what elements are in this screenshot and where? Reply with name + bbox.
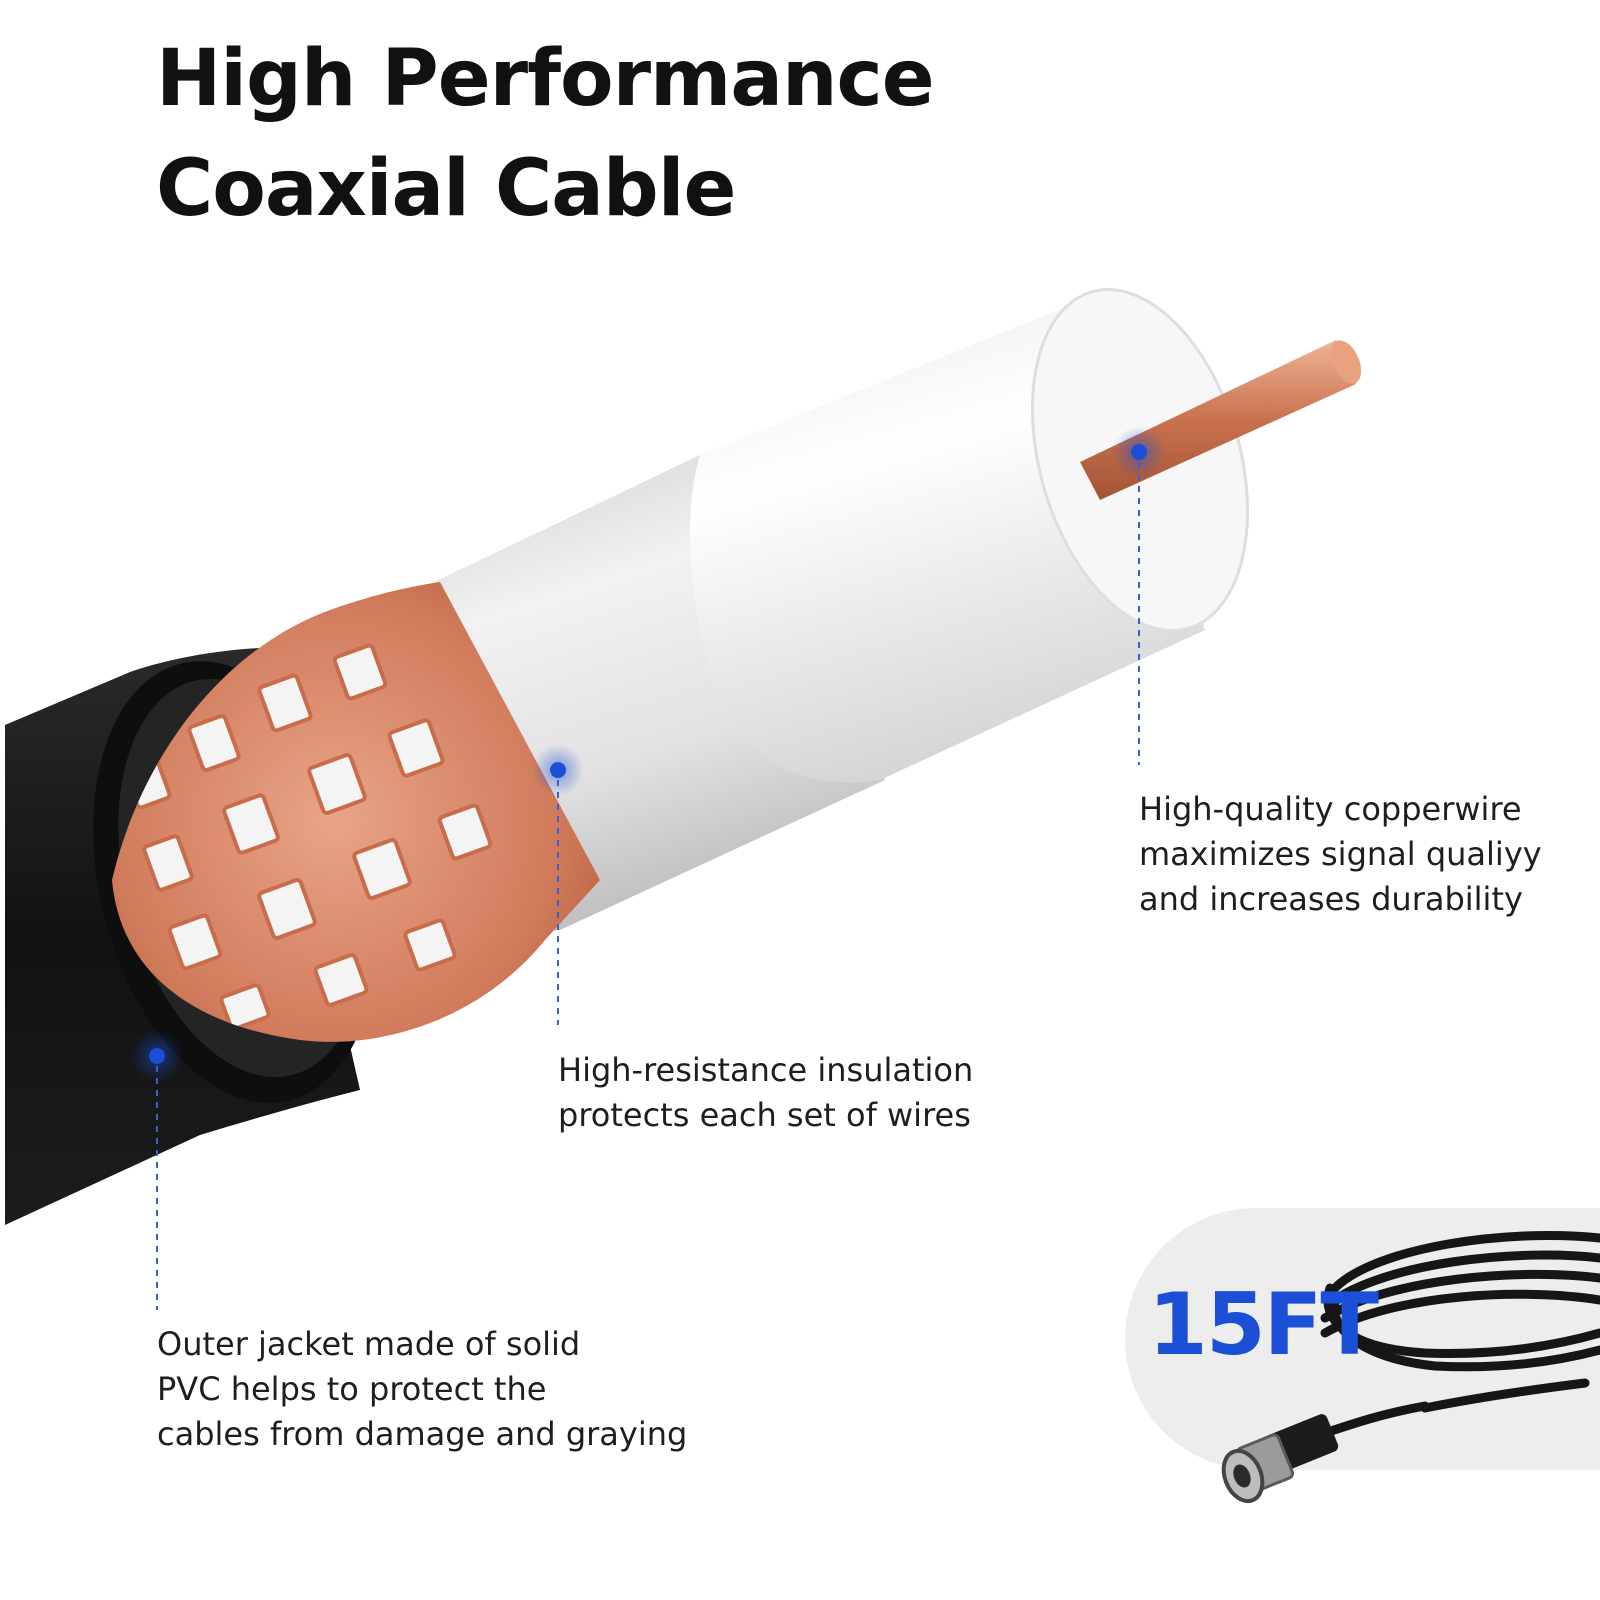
callout-line: and increases durability <box>1139 880 1523 918</box>
callout-jacket-text: Outer jacket made of solid PVC helps to … <box>157 1322 687 1457</box>
callout-jacket-marker <box>131 1030 183 1310</box>
callout-copper-text: High-quality copperwire maximizes signal… <box>1139 787 1542 922</box>
callout-insulation-marker <box>532 744 584 1025</box>
callout-insulation-text: High-resistance insulation protects each… <box>558 1048 973 1138</box>
callout-line: PVC helps to protect the <box>157 1370 547 1408</box>
callout-dot-icon <box>1131 444 1147 460</box>
page-title-line-1: High Performance <box>156 34 935 124</box>
callout-copper-marker <box>1113 426 1165 765</box>
cable-lead <box>1320 1401 1430 1438</box>
callout-dot-icon <box>149 1048 165 1064</box>
callout-line: High-quality copperwire <box>1139 790 1522 828</box>
callout-dot-icon <box>550 762 566 778</box>
callout-line: maximizes signal qualiyy <box>1139 835 1542 873</box>
callout-line: High-resistance insulation <box>558 1051 974 1089</box>
length-label: 15FT <box>1148 1275 1379 1375</box>
callout-line: cables from damage and graying <box>157 1415 688 1453</box>
cable-coil-illustration <box>1221 1230 1600 1504</box>
f-connector-icon <box>1221 1414 1339 1504</box>
callout-line: Outer jacket made of solid <box>157 1325 581 1363</box>
callout-line: protects each set of wires <box>558 1096 971 1134</box>
page-title-line-2: Coaxial Cable <box>156 144 736 234</box>
